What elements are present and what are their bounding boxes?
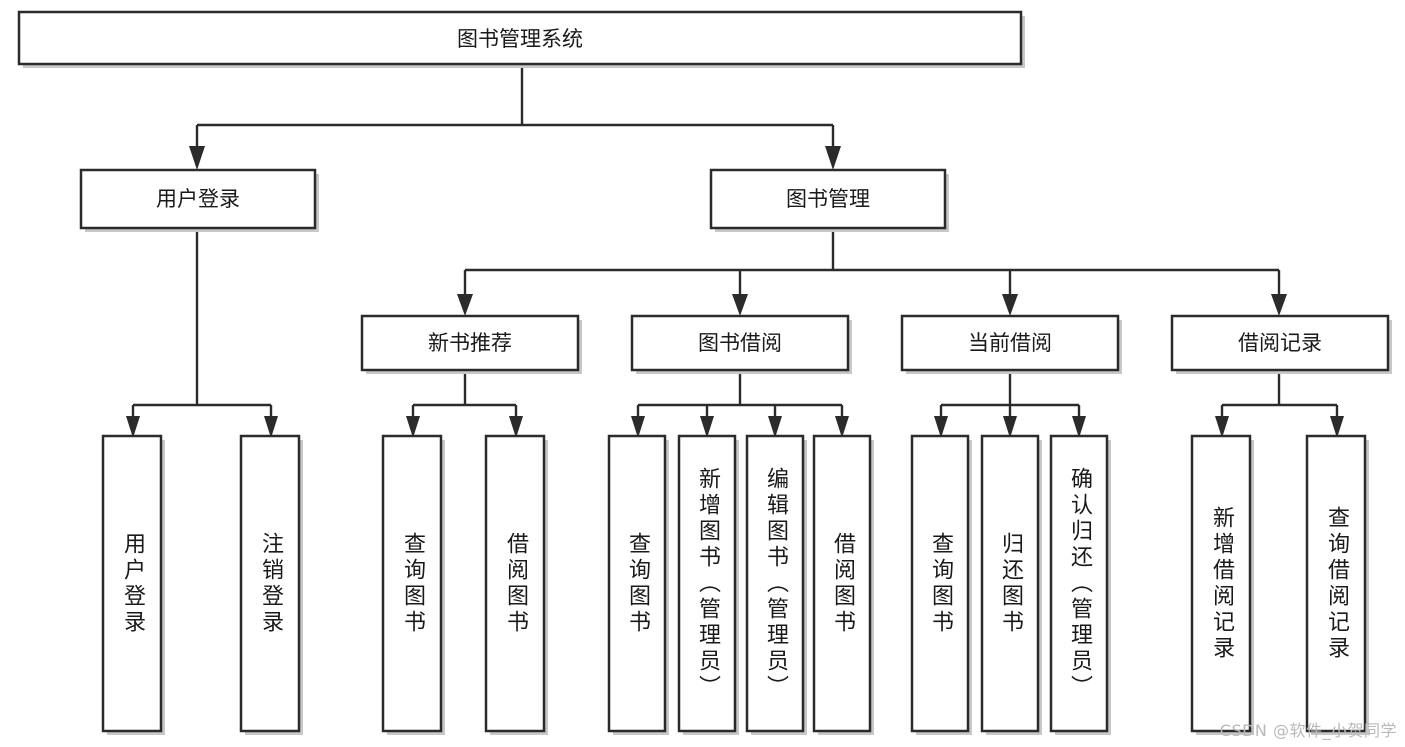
book-manage-box[interactable] bbox=[709, 168, 947, 230]
arrow-head-user-login bbox=[189, 146, 205, 170]
arrow-head-leaf-user-login bbox=[126, 416, 140, 438]
leaf-query-book-1-box[interactable] bbox=[381, 434, 443, 733]
leaf-add-book-box[interactable] bbox=[677, 434, 737, 733]
leaf-add-record-box[interactable] bbox=[1190, 434, 1252, 733]
leaf-query-book-2-box[interactable] bbox=[607, 434, 667, 733]
node-user-login[interactable]: 用户登录 bbox=[79, 168, 319, 232]
book-borrow-label: 图书借阅 bbox=[698, 331, 782, 355]
new-book-recommend-box[interactable] bbox=[360, 314, 580, 372]
leaf-confirm-return-box[interactable] bbox=[1049, 434, 1109, 733]
leaf-borrow-book-2-box[interactable] bbox=[812, 434, 872, 733]
root-box[interactable] bbox=[17, 10, 1023, 66]
leaf-edit-book-box[interactable] bbox=[745, 434, 805, 733]
leaf-node-query-record[interactable] bbox=[1305, 434, 1369, 735]
node-current-borrow[interactable]: 当前借阅 bbox=[900, 314, 1122, 374]
arrow-head-leaf-return-book bbox=[1003, 416, 1017, 438]
leaf-node-user-login[interactable] bbox=[101, 434, 165, 735]
arrow-head-leaf-edit-book bbox=[768, 416, 782, 438]
arrow-head-book-manage bbox=[825, 146, 841, 170]
connector-group-new-book-recommend bbox=[406, 374, 523, 438]
user-login-label: 用户登录 bbox=[156, 187, 240, 211]
arrow-head-borrow-record bbox=[1271, 294, 1287, 316]
leaf-node-edit-book[interactable] bbox=[745, 434, 807, 735]
arrow-head-book-borrow bbox=[732, 294, 748, 316]
root-label: 图书管理系统 bbox=[457, 27, 583, 51]
connector-group-root bbox=[189, 68, 841, 170]
node-borrow-record[interactable]: 借阅记录 bbox=[1170, 314, 1392, 374]
leaf-node-add-record[interactable] bbox=[1190, 434, 1254, 735]
borrow-record-label: 借阅记录 bbox=[1238, 331, 1322, 355]
node-book-borrow[interactable]: 图书借阅 bbox=[630, 314, 852, 374]
leaf-return-book-box[interactable] bbox=[980, 434, 1040, 733]
connector-group-user-login bbox=[126, 232, 278, 438]
leaf-node-borrow-book-2[interactable] bbox=[812, 434, 874, 735]
leaf-node-logout-login[interactable] bbox=[239, 434, 303, 735]
node-book-manage[interactable]: 图书管理 bbox=[709, 168, 949, 232]
node-new-book-recommend[interactable]: 新书推荐 bbox=[360, 314, 582, 374]
csdn-watermark: CSDN @软件_小贺同学 bbox=[1219, 721, 1397, 740]
arrow-head-leaf-logout-login bbox=[264, 416, 278, 438]
leaf-node-borrow-book-1[interactable] bbox=[484, 434, 548, 735]
arrow-head-leaf-add-record bbox=[1215, 416, 1229, 438]
arrow-head-leaf-query-book-1 bbox=[406, 416, 420, 438]
arrow-head-new-book-recommend bbox=[457, 294, 473, 316]
current-borrow-box[interactable] bbox=[900, 314, 1120, 372]
connector-group-book-borrow bbox=[631, 374, 849, 438]
borrow-record-box[interactable] bbox=[1170, 314, 1390, 372]
connector-group-book-manage bbox=[457, 232, 1287, 316]
arrow-head-leaf-borrow-book-1 bbox=[509, 416, 523, 438]
leaf-query-book-3-box[interactable] bbox=[910, 434, 970, 733]
arrow-head-leaf-borrow-book-2 bbox=[835, 416, 849, 438]
leaf-query-record-box[interactable] bbox=[1305, 434, 1367, 733]
leaf-node-return-book[interactable] bbox=[980, 434, 1042, 735]
leaf-borrow-book-1-box[interactable] bbox=[484, 434, 546, 733]
node-root[interactable]: 图书管理系统 bbox=[17, 10, 1025, 68]
leaf-node-query-book-3[interactable] bbox=[910, 434, 972, 735]
leaf-node-add-book[interactable] bbox=[677, 434, 739, 735]
arrow-head-leaf-query-book-2 bbox=[631, 416, 645, 438]
leaf-user-login-box[interactable] bbox=[101, 434, 163, 733]
current-borrow-label: 当前借阅 bbox=[968, 331, 1052, 355]
leaf-logout-login-box[interactable] bbox=[239, 434, 301, 733]
book-borrow-box[interactable] bbox=[630, 314, 850, 372]
leaf-node-confirm-return[interactable] bbox=[1049, 434, 1111, 735]
connector-group-borrow-record bbox=[1215, 374, 1344, 438]
arrow-head-leaf-query-book-3 bbox=[934, 416, 948, 438]
user-login-box[interactable] bbox=[79, 168, 317, 230]
leaf-node-query-book-2[interactable] bbox=[607, 434, 669, 735]
arrow-head-current-borrow bbox=[1002, 294, 1018, 316]
new-book-recommend-label: 新书推荐 bbox=[428, 331, 512, 355]
book-manage-label: 图书管理 bbox=[786, 187, 870, 211]
arrow-head-leaf-confirm-return bbox=[1072, 416, 1086, 438]
leaf-node-query-book-1[interactable] bbox=[381, 434, 445, 735]
arrow-head-leaf-add-book bbox=[700, 416, 714, 438]
connector-group-current-borrow bbox=[934, 374, 1086, 438]
arrow-head-leaf-query-record bbox=[1330, 416, 1344, 438]
